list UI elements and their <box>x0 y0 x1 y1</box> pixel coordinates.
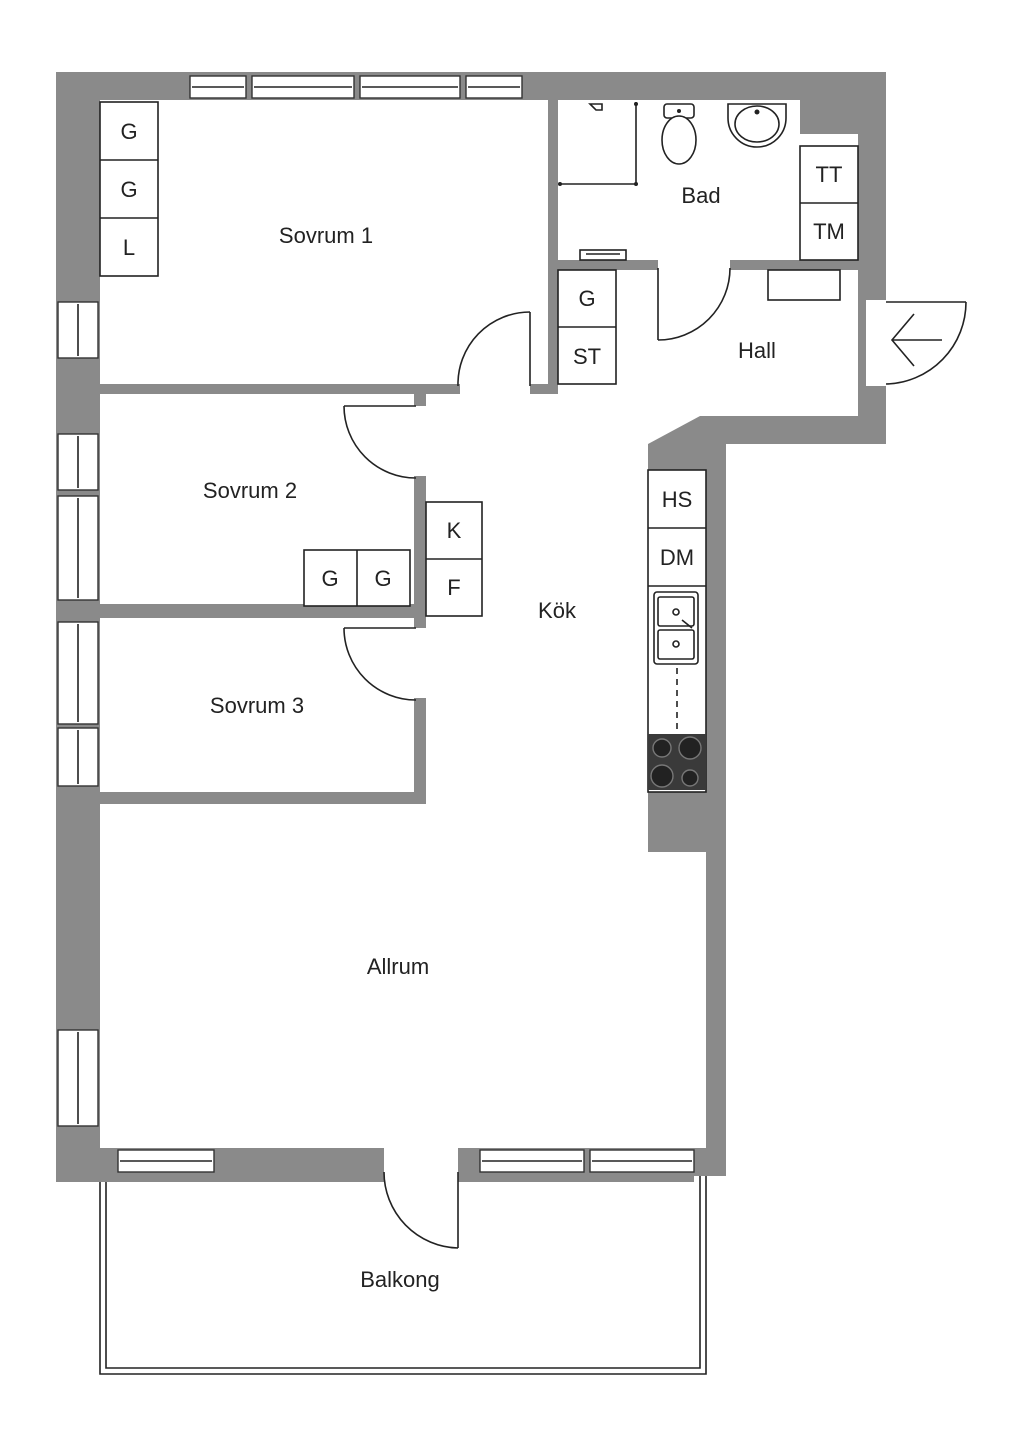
fixture-label: ST <box>573 344 601 369</box>
toilet-icon <box>661 103 697 165</box>
interior-wall <box>530 384 558 394</box>
fixture-label: TM <box>813 219 845 244</box>
fixture-label: TT <box>816 162 843 187</box>
room-label-sovrum1: Sovrum 1 <box>279 223 373 248</box>
fixture-label: G <box>120 119 137 144</box>
interior-wall <box>558 260 658 270</box>
interior-wall <box>56 384 100 432</box>
interior-wall <box>100 792 426 804</box>
door-sovrum2 <box>343 405 417 479</box>
fixture-label: DM <box>660 545 694 570</box>
hall-shelf <box>767 269 841 301</box>
door-sovrum1 <box>457 311 531 387</box>
balcony-door-opening <box>384 1146 458 1184</box>
interior-wall <box>56 604 426 618</box>
entrance-arrow-icon <box>890 313 942 367</box>
interior-wall <box>730 260 870 270</box>
room-label-balkong: Balkong <box>360 1267 440 1292</box>
interior-wall <box>414 394 426 406</box>
hall-wardrobes <box>557 269 617 385</box>
balcony-outline <box>99 1176 707 1375</box>
room-label-bad: Bad <box>681 183 720 208</box>
room-label-sovrum3: Sovrum 3 <box>210 693 304 718</box>
room-label-kok: Kök <box>538 598 577 623</box>
fixture-label: L <box>123 235 135 260</box>
fixture-label: HS <box>662 487 693 512</box>
room-label-allrum: Allrum <box>367 954 429 979</box>
interior-wall <box>414 698 426 804</box>
exterior-wall <box>56 72 886 1182</box>
interior-wall <box>548 100 558 392</box>
door-sovrum3 <box>343 627 417 701</box>
fixture-label: G <box>578 286 595 311</box>
sink-icon <box>653 591 699 665</box>
fixture-label: K <box>447 518 462 543</box>
door-bad <box>657 267 731 341</box>
sovrum2-wardrobes <box>303 549 411 607</box>
sovrum1-wardrobes <box>99 101 159 277</box>
windows-top <box>189 75 523 99</box>
bath-threshold <box>579 249 627 261</box>
door-balkong <box>383 1171 459 1249</box>
interior-wall <box>858 100 868 300</box>
kitchen-fridge-freezer <box>425 501 483 617</box>
interior-wall <box>800 100 858 134</box>
fixture-label: G <box>120 177 137 202</box>
fixture-label: G <box>374 566 391 591</box>
interior-wall <box>100 384 460 394</box>
entrance-opening <box>866 300 886 386</box>
interior-wall <box>56 786 100 1030</box>
interior-wall <box>648 792 706 852</box>
stove-icon <box>648 734 706 790</box>
room-label-hall: Hall <box>738 338 776 363</box>
windows-bottom <box>117 1149 695 1173</box>
washbasin-icon <box>727 103 787 148</box>
shower-icon <box>558 102 638 186</box>
door-entrance <box>885 301 967 385</box>
interior-wall <box>56 1126 100 1182</box>
windows-left <box>57 301 99 1127</box>
fixture-label: G <box>321 566 338 591</box>
bad-appliances <box>799 145 859 261</box>
interior-wall <box>414 476 426 628</box>
fixture-label: F <box>447 575 460 600</box>
room-label-sovrum2: Sovrum 2 <box>203 478 297 503</box>
